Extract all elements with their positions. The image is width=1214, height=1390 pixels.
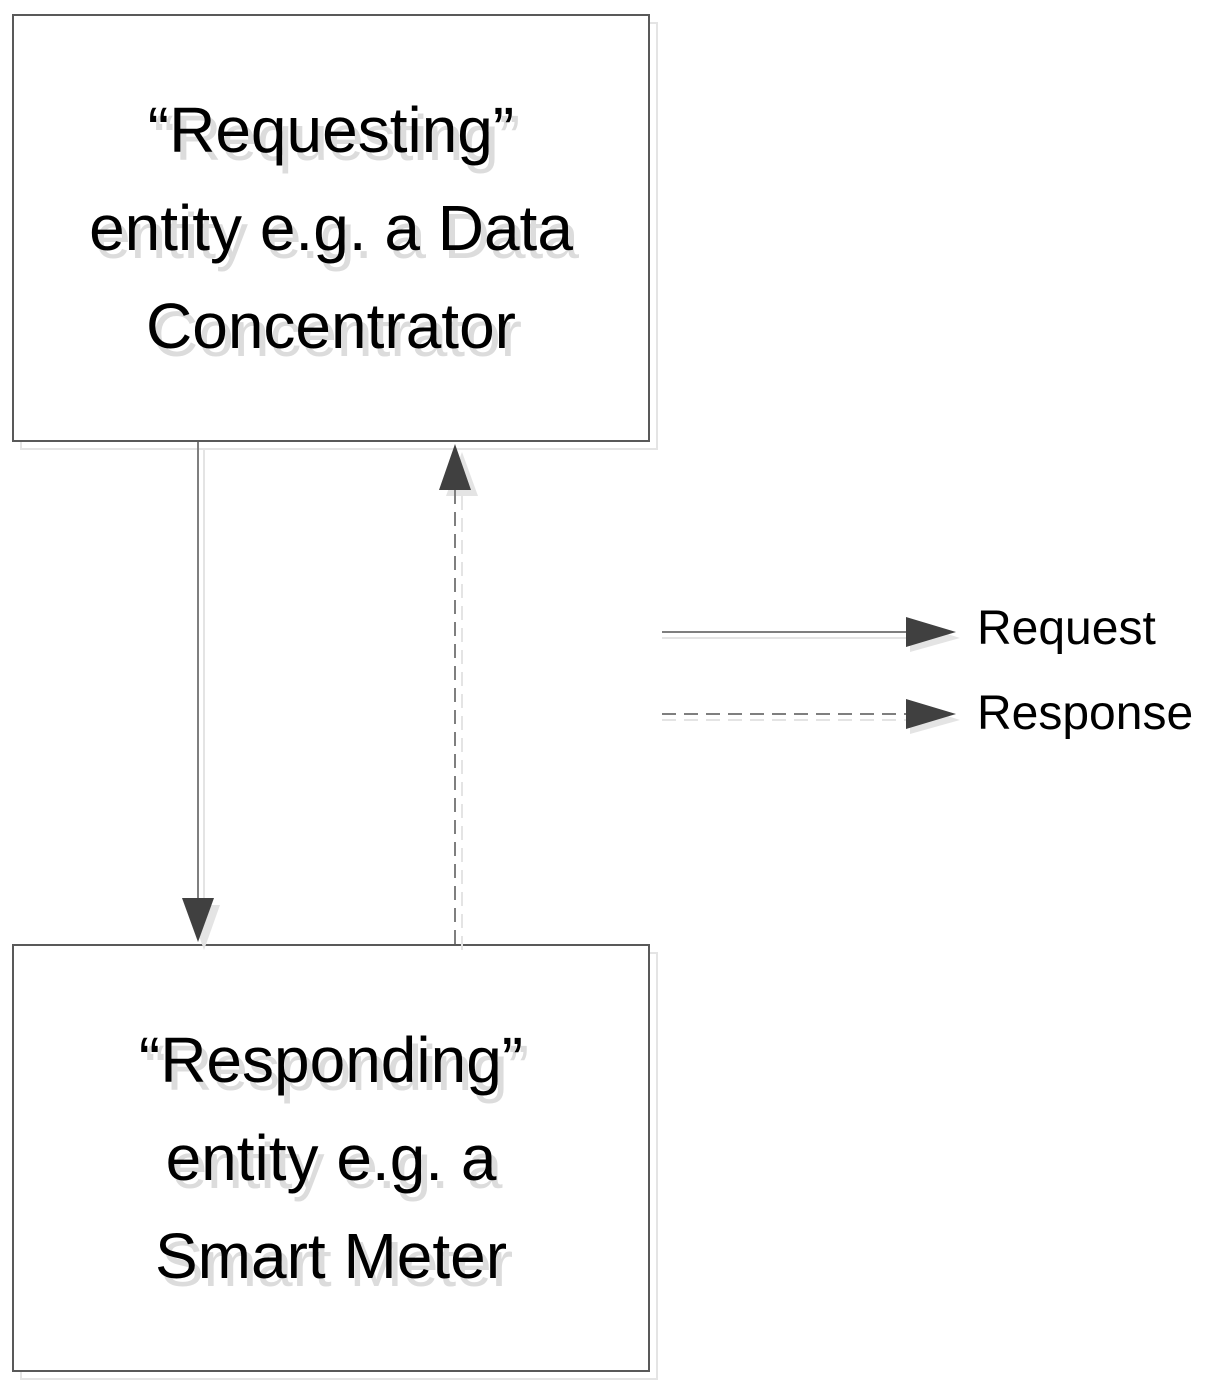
requesting-line-2: entity e.g. a Data — [89, 192, 573, 264]
requesting-line-3: Concentrator — [146, 290, 516, 362]
responding-line-2: entity e.g. a — [165, 1122, 497, 1194]
legend-response-arrowhead — [906, 699, 956, 729]
requesting-entity-box: “Requesting” entity e.g. a Data Concentr… — [12, 14, 650, 442]
responding-line-3: Smart Meter — [154, 1220, 508, 1292]
requesting-line-1: “Requesting” — [147, 94, 515, 166]
legend-request-label: Request — [977, 602, 1156, 655]
legend-request-arrowhead — [906, 617, 956, 647]
responding-entity-text: “Responding” entity e.g. a Smart Meter — [139, 1011, 523, 1305]
legend-response-label: Response — [977, 687, 1194, 740]
requesting-entity-text: “Requesting” entity e.g. a Data Concentr… — [89, 81, 573, 375]
request-arrowhead — [182, 898, 214, 942]
responding-entity-box: “Responding” entity e.g. a Smart Meter — [12, 944, 650, 1372]
response-arrowhead — [439, 444, 471, 490]
responding-line-1: “Responding” — [138, 1024, 524, 1096]
